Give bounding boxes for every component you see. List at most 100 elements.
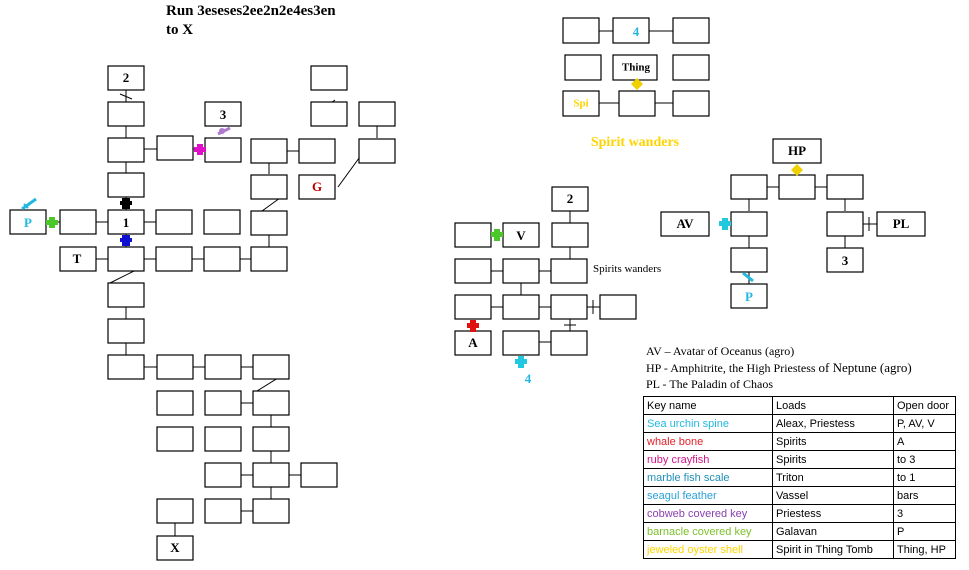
cobweb-key-icon	[217, 126, 231, 136]
room-3	[826, 247, 864, 273]
room-spi-label: Spi	[573, 98, 588, 110]
room	[107, 137, 145, 163]
key-name-cell: barnacle covered key	[643, 522, 773, 541]
room	[203, 209, 241, 235]
room	[826, 211, 864, 237]
room	[107, 282, 145, 308]
key-name-cell: seagul feather	[643, 486, 773, 505]
room	[618, 90, 656, 117]
room	[203, 246, 241, 272]
room-3	[204, 101, 242, 127]
room	[59, 209, 97, 235]
room-spi	[562, 90, 600, 117]
room	[204, 137, 242, 163]
room	[252, 354, 290, 380]
room	[252, 426, 290, 452]
room	[826, 174, 864, 200]
room	[156, 354, 194, 380]
legend-pl: PL - The Paladin of Chaos	[646, 377, 773, 391]
room	[550, 294, 588, 320]
key-door-cell: to 1	[893, 468, 956, 487]
key-loads-cell: Spirits	[772, 450, 894, 469]
key-name-cell: cobweb covered key	[643, 504, 773, 523]
middle-map: 2 V A 4 Spirits wanders	[454, 186, 661, 386]
key-table-header: Key name Loads Open door	[643, 396, 956, 415]
room	[358, 138, 396, 164]
green-cross-icon	[491, 229, 503, 241]
room	[250, 246, 288, 272]
room	[502, 294, 540, 320]
room-1-label: 1	[123, 215, 130, 230]
room-hp-label: HP	[788, 143, 806, 158]
room	[551, 222, 589, 248]
room	[502, 330, 540, 356]
key-door-cell: bars	[893, 486, 956, 505]
left-map-labels: 2 3 G P 1 T X	[24, 70, 322, 555]
room	[310, 101, 348, 127]
room	[107, 318, 145, 344]
room	[250, 210, 288, 236]
spirit-wanders-note: Spirit wanders	[591, 135, 680, 150]
room	[107, 246, 145, 272]
room-p-label: P	[24, 215, 32, 230]
route-instructions: Run 3eseses2ee2n2e4es3en	[166, 3, 336, 19]
header-open-door: Open door	[893, 396, 956, 415]
feather-icon	[742, 271, 754, 283]
key-door-cell: 3	[893, 504, 956, 523]
key-loads-cell: Priestess	[772, 504, 894, 523]
room-2	[551, 186, 589, 212]
room	[204, 498, 242, 524]
room	[107, 354, 145, 380]
room	[454, 258, 492, 284]
key-loads-cell: Triton	[772, 468, 894, 487]
magenta-cross-icon	[194, 144, 206, 155]
room-g	[298, 174, 336, 200]
top-right-map: 4 Thing Spi Spirit wanders	[562, 17, 710, 150]
room	[550, 258, 588, 284]
key-door-cell: P, AV, V	[893, 414, 956, 433]
cyan-cross-icon	[515, 356, 527, 368]
room	[204, 426, 242, 452]
key-door-cell: to 3	[893, 450, 956, 469]
key-door-cell: A	[893, 432, 956, 451]
key-loads-cell: Vassel	[772, 486, 894, 505]
key-door-cell: Thing, HP	[893, 540, 956, 559]
route-title: Run 3eseses2ee2n2e4es3en to X	[166, 2, 336, 40]
key-name-cell: Sea urchin spine	[643, 414, 773, 433]
room	[250, 174, 288, 200]
room-t	[59, 246, 97, 272]
room	[502, 258, 540, 284]
room-thing-label: Thing	[622, 62, 651, 74]
room	[672, 90, 710, 117]
room	[107, 101, 145, 127]
spirits-wanders-note: Spirits wanders	[593, 263, 661, 275]
room	[252, 462, 290, 488]
room-t-label: T	[73, 251, 82, 266]
key-door-cell: P	[893, 522, 956, 541]
room-v	[502, 222, 540, 248]
room	[358, 101, 396, 127]
room	[672, 17, 710, 44]
key-name-cell: whale bone	[643, 432, 773, 451]
left-map-doors	[21, 126, 231, 246]
right-map: HP AV PL 3 P	[660, 138, 926, 309]
room	[730, 174, 768, 200]
legend-hp: HP - Amphitrite, the High Priestess of N…	[646, 360, 912, 377]
route-target: to X	[166, 22, 194, 38]
key-name-cell: marble fish scale	[643, 468, 773, 487]
room-p-label: P	[745, 289, 753, 304]
room-2	[107, 65, 145, 91]
room	[599, 294, 637, 320]
room-3-label: 3	[220, 107, 227, 122]
room	[204, 462, 242, 488]
key-loads-cell: Spirit in Thing Tomb	[772, 540, 894, 559]
room-3-label: 3	[842, 253, 849, 268]
room	[107, 172, 145, 198]
room	[250, 138, 288, 164]
room-4	[612, 17, 650, 44]
room-v-label: V	[516, 228, 526, 243]
